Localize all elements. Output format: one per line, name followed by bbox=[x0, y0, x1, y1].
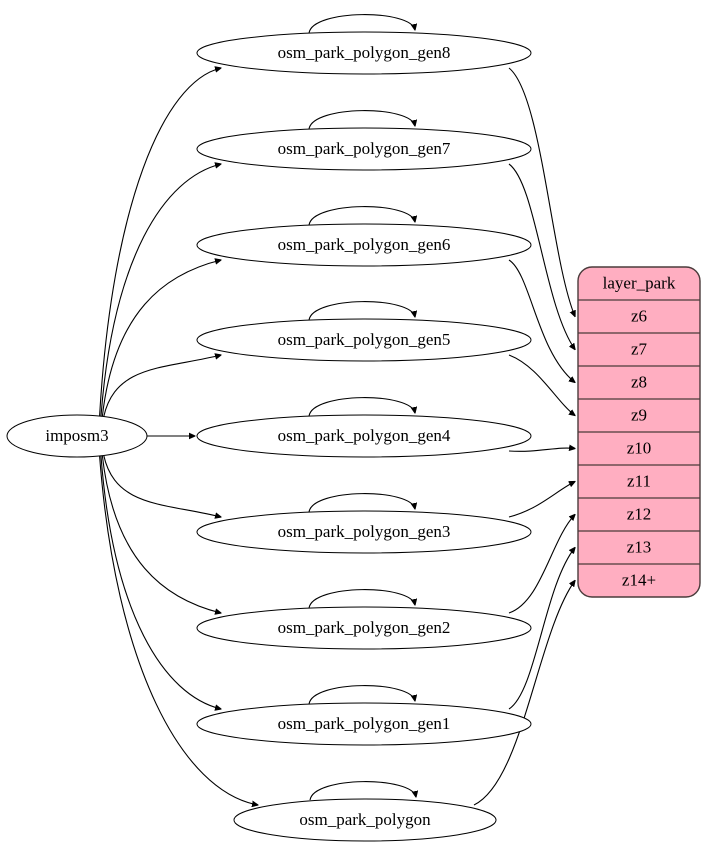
edge-imposm3-to-osm_park_polygon_gen8 bbox=[98, 68, 221, 418]
node-osm_park_polygon_gen4[interactable] bbox=[196, 414, 532, 458]
edge-imposm3-to-osm_park_polygon_gen2 bbox=[101, 454, 221, 613]
layer-park-table: layer_park z6 z7 z8 z9 z10 z11 z12 z13 z14+ bbox=[577, 266, 701, 598]
self-loop-osm_park_polygon_gen6 bbox=[308, 206, 415, 226]
node-label-osm_park_polygon_gen4: osm_park_polygon_gen4 bbox=[278, 426, 451, 445]
node-label-osm_park_polygon: osm_park_polygon bbox=[299, 810, 431, 829]
node-osm_park_polygon_gen5[interactable] bbox=[196, 318, 532, 362]
node-label-osm_park_polygon_gen6: osm_park_polygon_gen6 bbox=[278, 235, 451, 254]
table-row-z8[interactable]: z8 bbox=[631, 372, 647, 391]
edge-imposm3-to-osm_park_polygon_gen3 bbox=[103, 454, 221, 517]
edge-osm_park_polygon_gen8-to-z6 bbox=[508, 67, 575, 317]
edge-imposm3-to-osm_park_polygon bbox=[98, 454, 258, 805]
edge-osm_park_polygon_gen6-to-z8 bbox=[508, 259, 575, 383]
source-node-group: imposm3 bbox=[6, 414, 148, 458]
node-osm_park_polygon[interactable] bbox=[233, 798, 497, 842]
table-row-z7[interactable]: z7 bbox=[631, 339, 648, 358]
edge-imposm3-to-osm_park_polygon_gen5 bbox=[103, 355, 221, 418]
self-loop-osm_park_polygon_gen7 bbox=[308, 110, 415, 130]
table-row-z13[interactable]: z13 bbox=[627, 537, 652, 556]
edge-imposm3-to-osm_park_polygon_gen6 bbox=[101, 260, 221, 418]
node-label-osm_park_polygon_gen2: osm_park_polygon_gen2 bbox=[278, 618, 451, 637]
edge-osm_park_polygon_gen4-to-z10 bbox=[508, 448, 575, 452]
node-label-osm_park_polygon_gen3: osm_park_polygon_gen3 bbox=[278, 522, 451, 541]
table-row-z11[interactable]: z11 bbox=[627, 471, 651, 490]
edge-imposm3-to-osm_park_polygon_gen7 bbox=[100, 164, 221, 418]
node-label-osm_park_polygon_gen5: osm_park_polygon_gen5 bbox=[278, 330, 451, 349]
node-osm_park_polygon_gen8[interactable] bbox=[196, 31, 532, 75]
self-loop-osm_park_polygon_gen1 bbox=[308, 685, 415, 705]
self-loop-osm_park_polygon_gen5 bbox=[308, 301, 415, 321]
node-osm_park_polygon_gen6[interactable] bbox=[196, 223, 532, 267]
node-label-osm_park_polygon_gen7: osm_park_polygon_gen7 bbox=[278, 139, 451, 158]
edge-osm_park_polygon_gen5-to-z9 bbox=[508, 354, 575, 416]
table-row-z12[interactable]: z12 bbox=[627, 504, 652, 523]
edge-osm_park_polygon_gen3-to-z11 bbox=[508, 482, 575, 518]
edge-imposm3-to-osm_park_polygon_gen1 bbox=[100, 454, 221, 709]
table-row-z9[interactable]: z9 bbox=[631, 405, 647, 424]
table-row-z14+[interactable]: z14+ bbox=[622, 570, 656, 589]
edges-tables-to-layer bbox=[473, 67, 575, 806]
node-osm_park_polygon_gen2[interactable] bbox=[196, 606, 532, 650]
edge-osm_park_polygon_gen2-to-z12 bbox=[508, 515, 575, 614]
edge-osm_park_polygon_gen1-to-z13 bbox=[508, 548, 575, 710]
table-row-z10[interactable]: z10 bbox=[627, 438, 652, 457]
node-label-osm_park_polygon_gen8: osm_park_polygon_gen8 bbox=[278, 43, 451, 62]
process-nodes: osm_park_polygon_gen8 osm_park_polygon_ge… bbox=[196, 31, 532, 842]
node-osm_park_polygon_gen3[interactable] bbox=[196, 510, 532, 554]
table-row-z6[interactable]: z6 bbox=[631, 306, 647, 325]
self-loop-edges bbox=[308, 14, 416, 801]
node-label-imposm3: imposm3 bbox=[45, 426, 108, 445]
node-imposm3[interactable] bbox=[6, 414, 148, 458]
node-label-osm_park_polygon_gen1: osm_park_polygon_gen1 bbox=[278, 714, 451, 733]
self-loop-osm_park_polygon_gen2 bbox=[308, 589, 415, 609]
node-osm_park_polygon_gen1[interactable] bbox=[196, 702, 532, 746]
self-loop-osm_park_polygon bbox=[309, 781, 416, 801]
self-loop-osm_park_polygon_gen4 bbox=[308, 397, 415, 417]
layer-table-header-label: layer_park bbox=[603, 273, 676, 292]
self-loop-osm_park_polygon_gen3 bbox=[308, 493, 415, 513]
self-loop-osm_park_polygon_gen8 bbox=[308, 14, 415, 34]
edge-osm_park_polygon-to-z14+ bbox=[473, 581, 575, 806]
edges-imposm3-to-tables bbox=[98, 68, 258, 805]
node-osm_park_polygon_gen7[interactable] bbox=[196, 127, 532, 171]
edge-osm_park_polygon_gen7-to-z7 bbox=[508, 163, 575, 350]
